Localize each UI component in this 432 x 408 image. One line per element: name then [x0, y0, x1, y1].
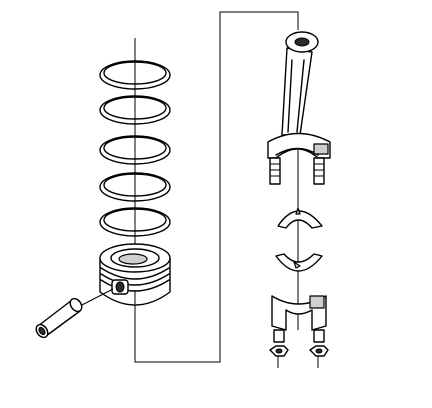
connecting-rod — [267, 31, 331, 185]
piston-ring-4 — [99, 172, 171, 202]
piston-pin — [35, 288, 114, 339]
upper-bearing-shell — [277, 207, 323, 229]
piston-ring-1 — [99, 60, 171, 90]
rod-nut-right — [309, 345, 329, 357]
piston-ring-3 — [99, 135, 171, 165]
lower-bearing-shell — [275, 253, 323, 272]
rod-nut-left — [269, 345, 289, 357]
piston — [99, 243, 171, 306]
rod-cap — [271, 295, 327, 343]
piston-ring-5 — [99, 207, 171, 237]
assembly-connector-line — [134, 11, 299, 363]
piston-ring-2 — [99, 95, 171, 125]
